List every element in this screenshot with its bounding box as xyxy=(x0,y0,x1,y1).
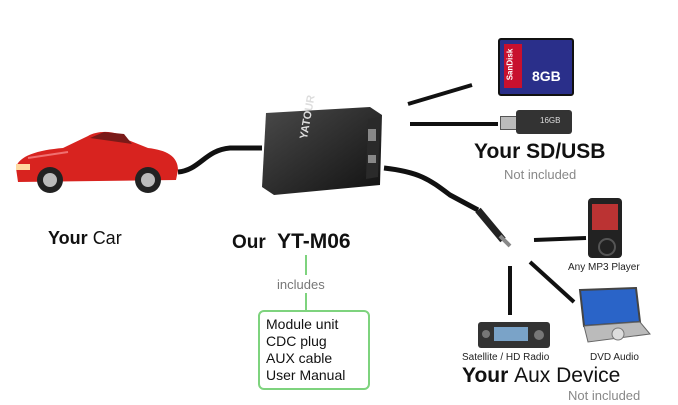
sd-usb-note: Not included xyxy=(504,167,577,182)
car-illustration xyxy=(16,131,178,193)
sd-link-line xyxy=(407,83,473,106)
mp3-player-icon xyxy=(588,198,622,258)
includes-item: CDC plug xyxy=(266,333,327,349)
usb-capacity: 16GB xyxy=(540,116,561,125)
includes-item: AUX cable xyxy=(266,350,333,366)
aux-note: Not included xyxy=(568,388,641,403)
dvd-link-line xyxy=(528,260,576,304)
includes-item: User Manual xyxy=(266,367,346,383)
dvd-player-icon xyxy=(578,286,651,343)
sd-card-capacity: 8GB xyxy=(532,68,561,84)
product-label: Our YT-M06 xyxy=(232,230,351,254)
product-label-prefix: Our xyxy=(232,232,266,253)
mp3-label: Any MP3 Player xyxy=(568,262,640,273)
aux-title-bold: Your xyxy=(462,364,509,387)
radio-label: Satellite / HD Radio xyxy=(462,352,550,363)
sd-usb-title: Your SD/USB xyxy=(474,140,606,163)
radio-icon xyxy=(478,322,550,348)
includes-list: Module unit CDC plug AUX cable User Manu… xyxy=(258,310,370,390)
product-label-model: YT-M06 xyxy=(277,230,351,253)
car-cable xyxy=(177,145,262,175)
yatour-module xyxy=(262,107,382,195)
includes-item: Module unit xyxy=(266,316,339,332)
aux-cable xyxy=(383,165,480,213)
aux-title: Your Aux Device xyxy=(462,364,620,388)
sd-card-icon: SanDisk 8GB xyxy=(498,38,574,96)
usb-stick-icon: 16GB xyxy=(500,110,572,134)
includes-caption: includes xyxy=(277,277,325,292)
mp3-link-line xyxy=(533,236,587,242)
car-label-bold: Your xyxy=(48,228,88,248)
sd-card-brand: SanDisk xyxy=(505,48,515,81)
car-label-light: Car xyxy=(92,228,122,248)
car-label: Your Car xyxy=(48,228,122,249)
sd-card-brand-strip xyxy=(504,44,522,88)
aux-jack xyxy=(475,207,512,248)
aux-title-light: Aux Device xyxy=(514,364,621,387)
dvd-label: DVD Audio xyxy=(590,352,639,363)
